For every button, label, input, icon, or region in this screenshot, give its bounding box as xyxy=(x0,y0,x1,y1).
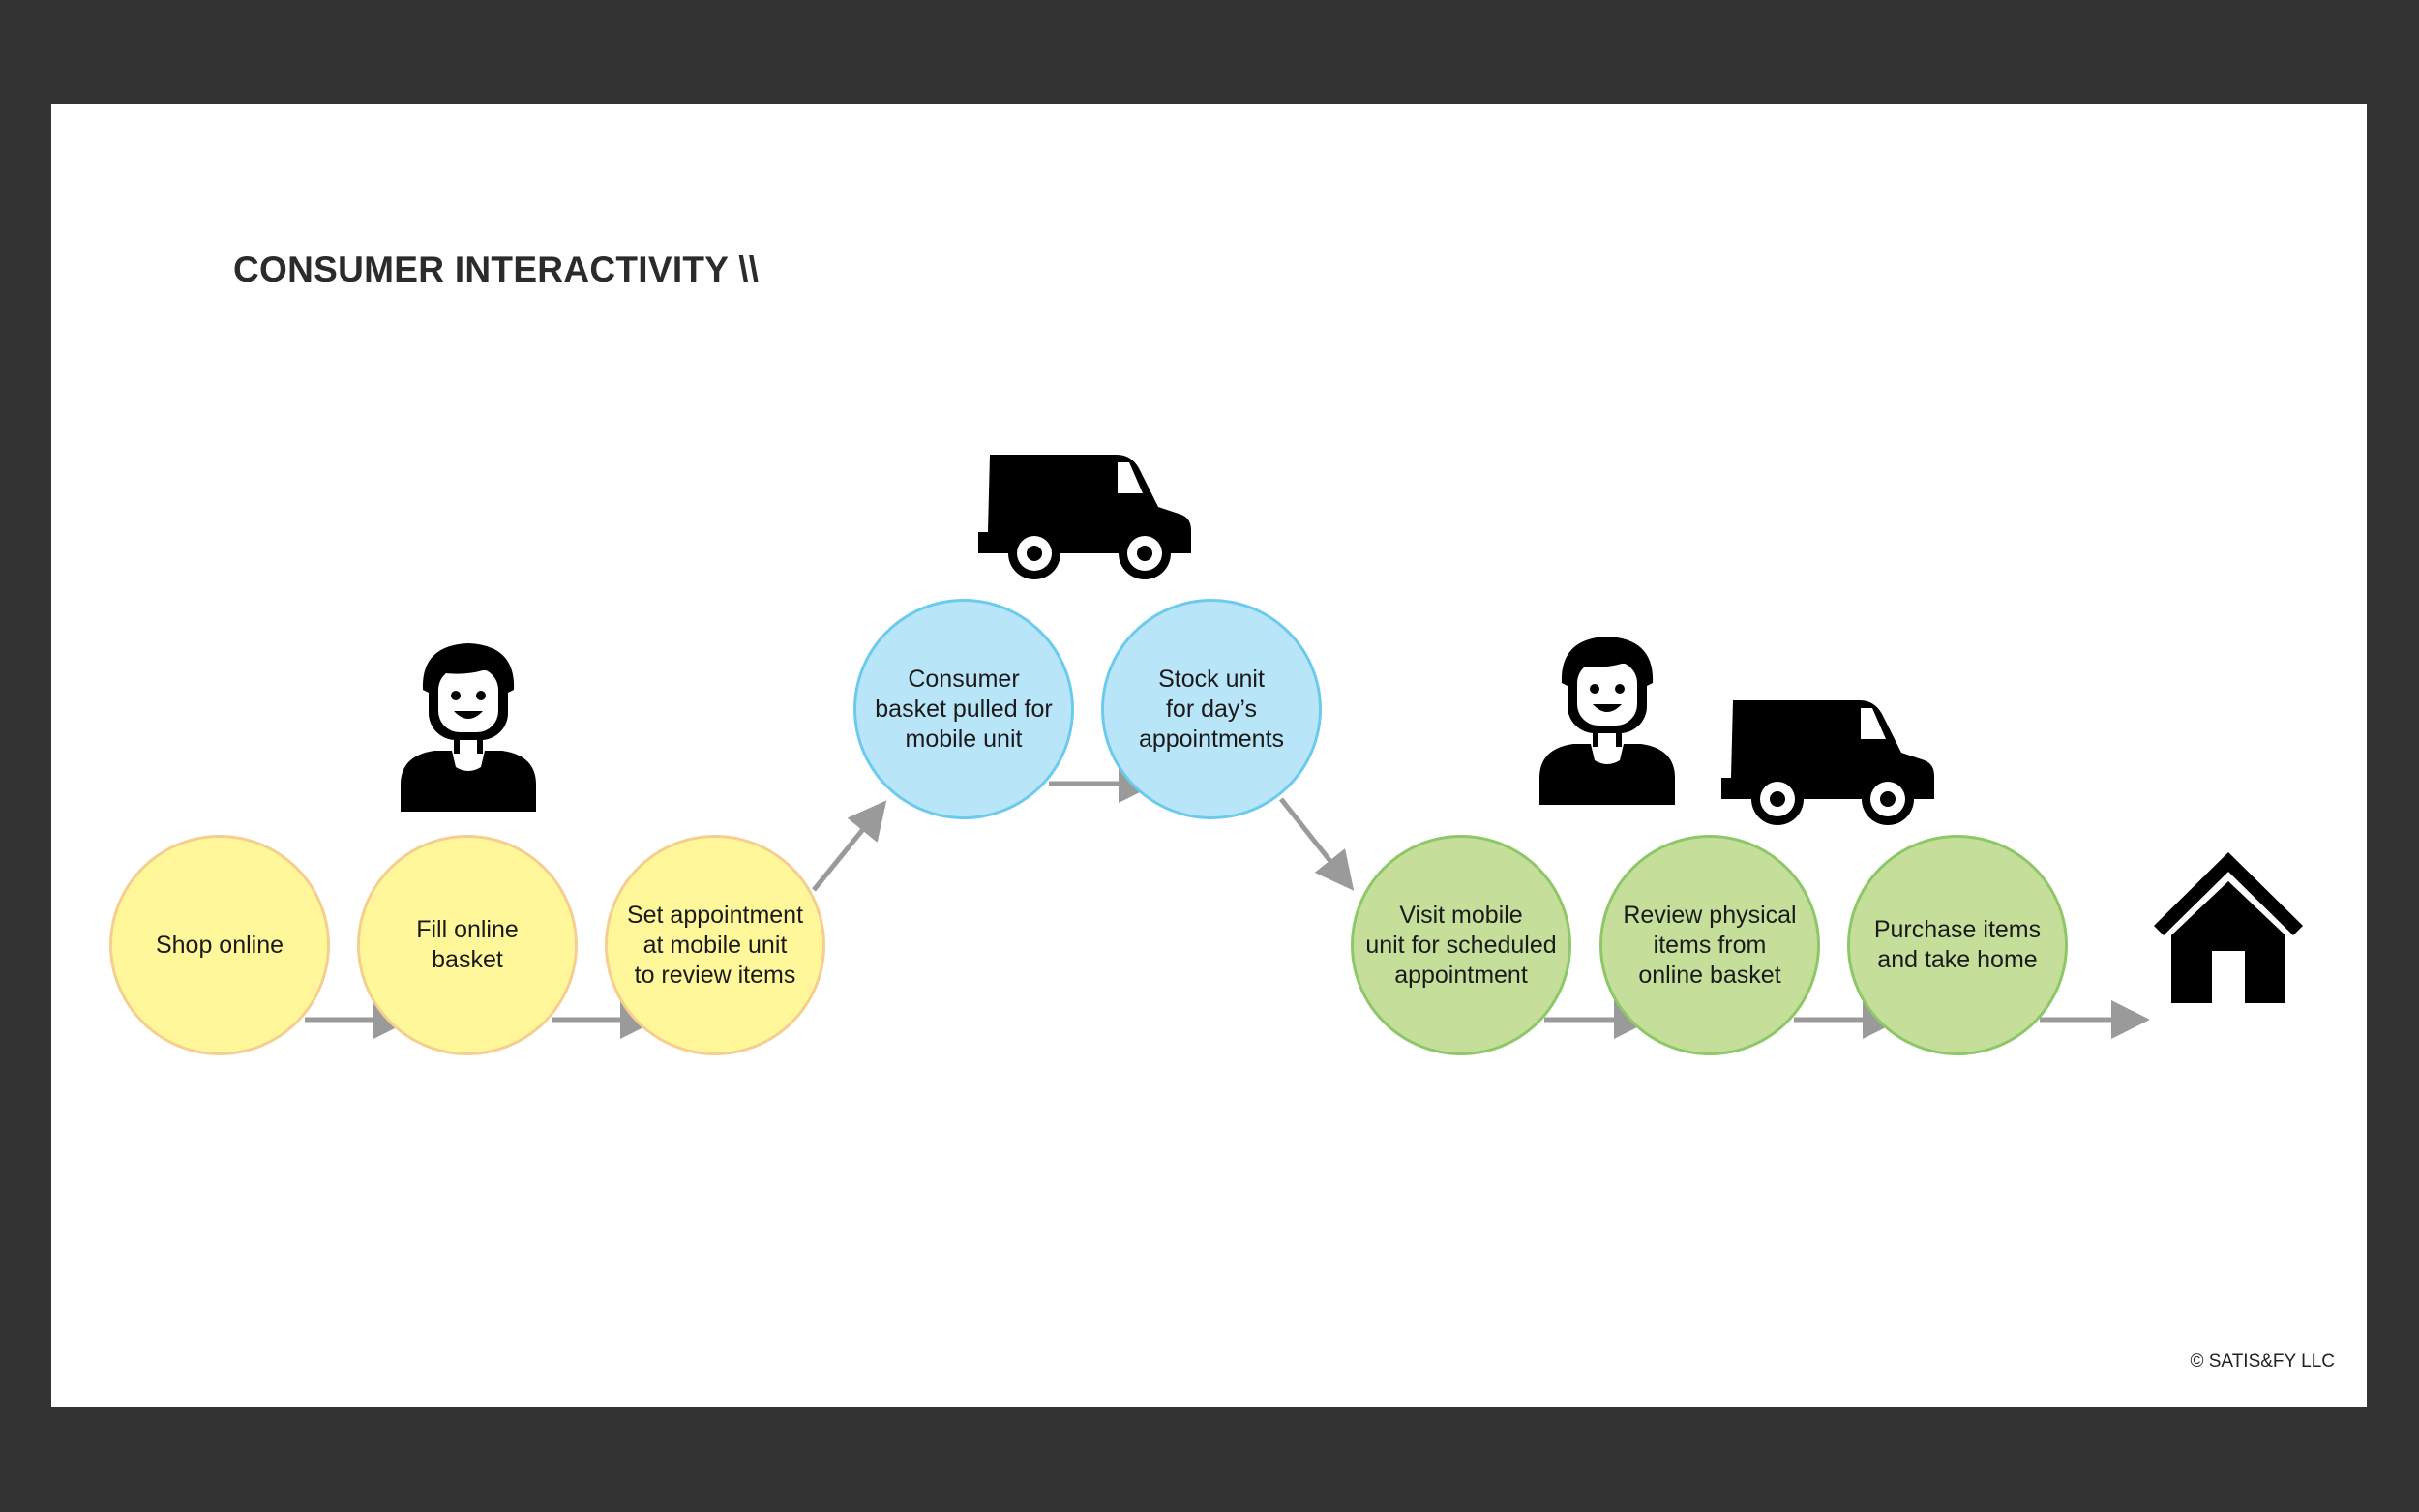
step-label: Consumer basket pulled for mobile unit xyxy=(875,665,1053,753)
step-label: Review physical items from online basket xyxy=(1623,901,1797,989)
step-set-appointment: Set appointment at mobile unit to review… xyxy=(605,835,825,1055)
page-title: CONSUMER INTERACTIVITY \\ xyxy=(233,250,760,289)
step-fill-online-basket: Fill online basket xyxy=(357,835,578,1055)
step-visit-mobile-unit: Visit mobile unit for scheduled appointm… xyxy=(1351,835,1571,1055)
delivery-truck-icon xyxy=(1721,700,1934,825)
step-stock-unit: Stock unit for day’s appointments xyxy=(1101,599,1322,819)
copyright-text: © SATIS&FY LLC xyxy=(2190,1351,2335,1372)
step-label: Visit mobile unit for scheduled appointm… xyxy=(1365,901,1557,989)
delivery-truck-icon xyxy=(978,455,1191,579)
step-purchase-items: Purchase items and take home xyxy=(1847,835,2068,1055)
person-icon xyxy=(401,643,536,812)
step-label: Purchase items and take home xyxy=(1873,916,2042,973)
slide: CONSUMER INTERACTIVITY \\ Shop online Fi… xyxy=(51,104,2367,1407)
person-icon xyxy=(1539,637,1675,805)
step-label: Set appointment at mobile unit to review… xyxy=(626,901,804,989)
step-consumer-basket-pulled: Consumer basket pulled for mobile unit xyxy=(853,599,1074,819)
step-label: Fill online basket xyxy=(416,916,519,973)
house-icon xyxy=(2154,852,2303,1003)
flow-arrow xyxy=(812,800,887,892)
flow-arrow xyxy=(1279,797,1355,891)
step-label: Shop online xyxy=(155,931,284,959)
step-review-physical-items: Review physical items from online basket xyxy=(1599,835,1820,1055)
step-shop-online: Shop online xyxy=(109,835,330,1055)
step-label: Stock unit for day’s appointments xyxy=(1138,665,1285,753)
